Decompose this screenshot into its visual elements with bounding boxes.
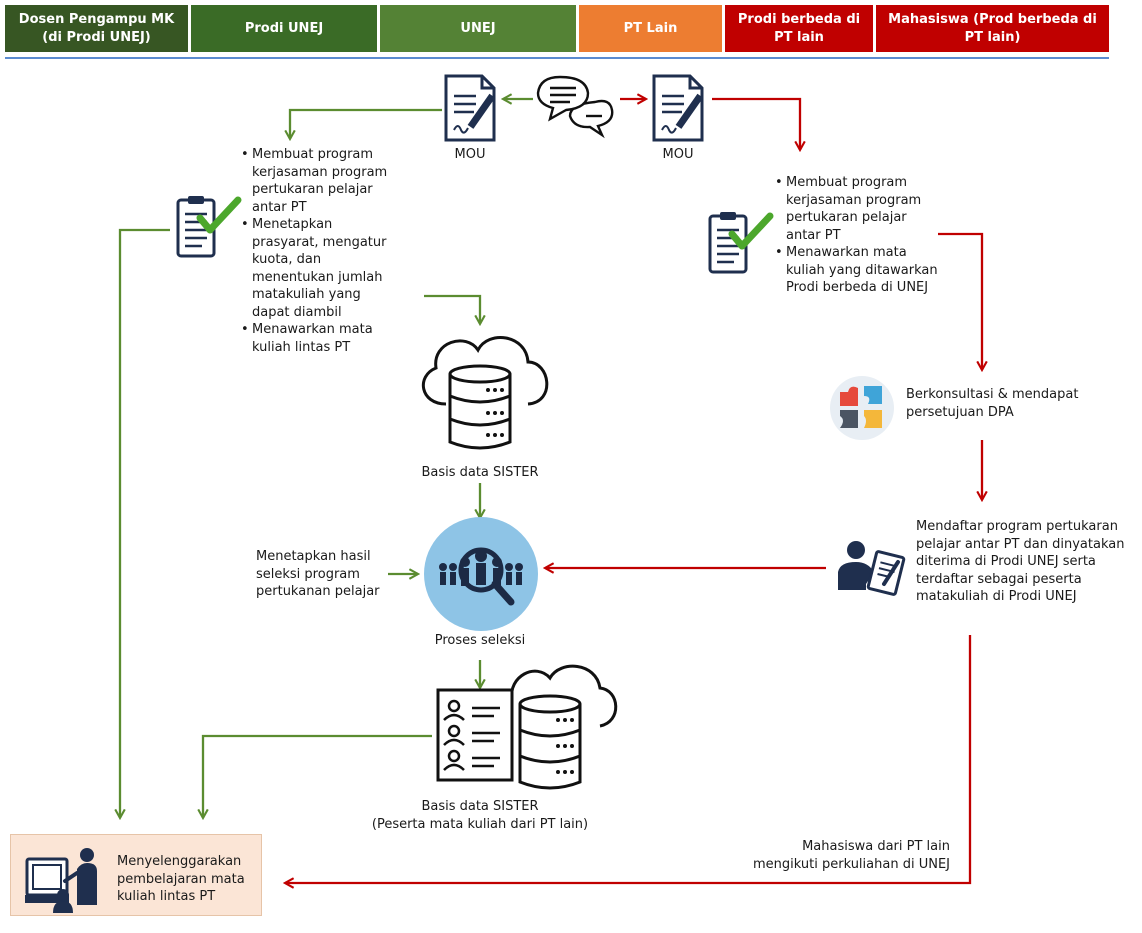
mou-left-label: MOU bbox=[454, 147, 486, 162]
participant-list-icon bbox=[436, 664, 618, 790]
selection-note: Menetapkan hasil seleksi program pertuka… bbox=[256, 549, 380, 599]
lane-mahasiswa-header: Mahasiswa (Prod berbeda di PT lain) bbox=[876, 5, 1109, 52]
task-item: Menawarkan mata kuliah yang ditawarkan P… bbox=[775, 244, 942, 297]
teacher-icon bbox=[25, 848, 97, 913]
arrow-register-to-final bbox=[285, 635, 972, 883]
arrow-tasks-to-consult bbox=[938, 232, 982, 370]
mou-right-label: MOU bbox=[662, 147, 694, 162]
arrow-checklist-to-final bbox=[120, 228, 170, 818]
lane-dosen-header: Dosen Pengampu MK (di Prodi UNEJ) bbox=[5, 5, 188, 52]
selection-label: Proses seleksi bbox=[434, 633, 526, 648]
task-item: Menawarkan mata kuliah lintas PT bbox=[241, 321, 402, 356]
arrow-participants-to-final bbox=[203, 734, 432, 818]
person-writing-icon bbox=[838, 541, 906, 596]
arrow-tasks-to-db bbox=[424, 294, 480, 324]
prodi-unej-task-list: Membuat program kerjasaman program pertu… bbox=[238, 146, 402, 356]
register-label: Mendaftar program pertukaran pelajar ant… bbox=[916, 519, 1125, 604]
db-participants-label-2: (Peserta mata kuliah dari PT lain) bbox=[371, 817, 589, 832]
checklist-icon-right bbox=[708, 212, 774, 274]
lane-mahasiswa-label: Mahasiswa (Prod berbeda di PT lain) bbox=[888, 11, 1097, 45]
header-divider bbox=[5, 57, 1109, 59]
task-item: Membuat program kerjasaman program pertu… bbox=[241, 146, 402, 216]
lane-prodi-unej-header: Prodi UNEJ bbox=[191, 5, 377, 52]
db-participants-label-1: Basis data SISTER bbox=[421, 799, 539, 814]
people-search-icon bbox=[424, 517, 538, 631]
contract-document-icon-left bbox=[444, 74, 496, 142]
arrow-mou-to-prodi bbox=[290, 108, 442, 139]
consult-label: Berkonsultasi & mendapat persetujuan DPA bbox=[906, 387, 1079, 420]
cloud-database-icon bbox=[421, 336, 549, 450]
puzzle-icon bbox=[830, 376, 894, 440]
checklist-icon-left bbox=[176, 196, 242, 258]
lane-unej-label: UNEJ bbox=[460, 20, 496, 36]
lane-prodi-berbeda-label: Prodi berbeda di PT lain bbox=[737, 11, 861, 45]
lane-unej-header: UNEJ bbox=[380, 5, 576, 52]
lane-pt-lain-label: PT Lain bbox=[623, 20, 678, 36]
contract-document-icon-right bbox=[652, 74, 704, 142]
final-activity-label: Menyelenggarakan pembelajaran mata kulia… bbox=[117, 854, 245, 904]
lane-dosen-label: Dosen Pengampu MK (di Prodi UNEJ) bbox=[18, 11, 175, 45]
arrow-mou-to-prodi-berbeda bbox=[712, 97, 800, 150]
task-item: Membuat program kerjasaman program pertu… bbox=[775, 174, 942, 244]
lane-prodi-berbeda-header: Prodi berbeda di PT lain bbox=[725, 5, 873, 52]
lane-pt-lain-header: PT Lain bbox=[579, 5, 722, 52]
db-sister-label: Basis data SISTER bbox=[421, 465, 539, 480]
final-activity-box: Menyelenggarakan pembelajaran mata kulia… bbox=[10, 834, 262, 916]
chat-bubbles-icon bbox=[536, 75, 614, 139]
task-item: Menetapkan prasyarat, mengatur kuota, da… bbox=[241, 216, 402, 321]
lane-prodi-unej-label: Prodi UNEJ bbox=[244, 20, 324, 36]
student-note: Mahasiswa dari PT lain mengikuti perkuli… bbox=[753, 839, 950, 872]
prodi-berbeda-task-list: Membuat program kerjasaman program pertu… bbox=[772, 174, 942, 297]
